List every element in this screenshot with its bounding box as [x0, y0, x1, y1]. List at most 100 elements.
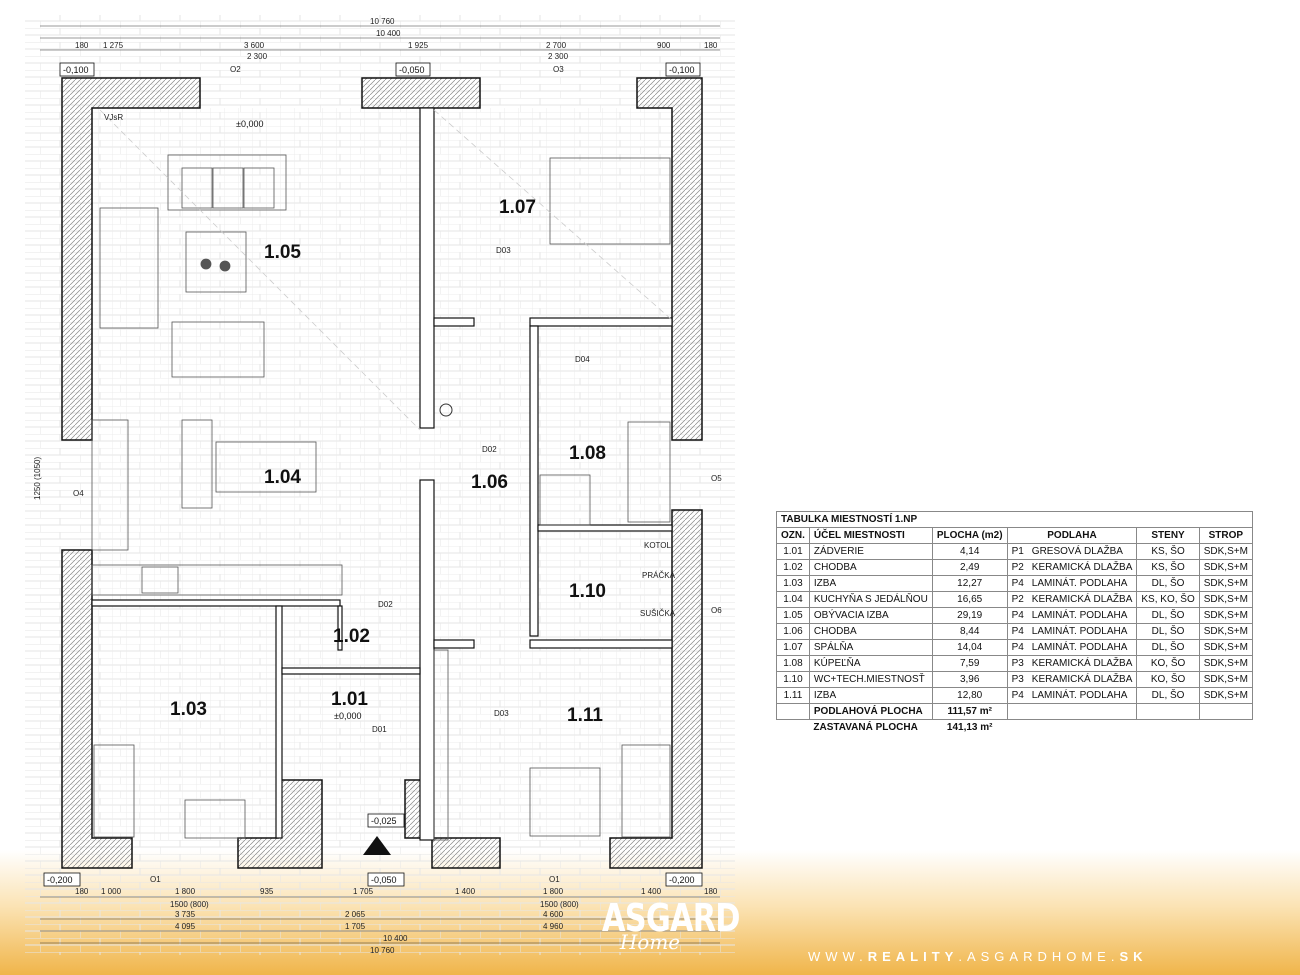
- furniture: [91, 109, 673, 841]
- room-labels: 1.05 1.04 1.07 1.08 1.06 1.10 1.02 1.01 …: [104, 113, 676, 734]
- dim-bottom: 1 800: [175, 887, 196, 896]
- dim-bottom: 1 705: [353, 887, 374, 896]
- table-cell: 8,44: [931, 623, 1008, 640]
- door-d01: D01: [372, 725, 387, 734]
- table-cell: SDK,S+M: [1198, 607, 1253, 624]
- label-pracka: PRÁČKA: [642, 571, 676, 580]
- floor-plan: 1.05 1.04 1.07 1.08 1.06 1.10 1.02 1.01 …: [25, 15, 735, 955]
- window-tag: O3: [553, 65, 564, 74]
- table-cell: 1.10: [776, 671, 810, 688]
- dim-bottom: 1 000: [101, 887, 122, 896]
- dim-top-outer: 10 760: [370, 17, 395, 26]
- table-cell: KS, ŠO: [1136, 559, 1200, 576]
- url-part: WWW.: [808, 949, 868, 964]
- table-cell: P3: [1006, 655, 1028, 672]
- table-cell: SDK,S+M: [1198, 543, 1253, 560]
- window-tag: O2: [230, 65, 241, 74]
- table-cell: KERAMICKÁ DLAŽBA: [1027, 671, 1138, 688]
- dim-top: 900: [657, 41, 671, 50]
- table-cell: LAMINÁT. PODLAHA: [1027, 687, 1138, 704]
- table-cell: IZBA: [808, 687, 933, 704]
- dim-bottom: 1 400: [455, 887, 476, 896]
- table-cell: 1.02: [776, 559, 810, 576]
- table-cell: 1.03: [776, 575, 810, 592]
- door-d04: D04: [575, 355, 590, 364]
- door-d03b: D03: [494, 709, 509, 718]
- col-ucel: ÚČEL MIESTNOSTI: [808, 527, 933, 544]
- dim-bottom2: 3 735: [175, 910, 196, 919]
- table-cell: P1: [1006, 543, 1028, 560]
- table-cell: GRESOVÁ DLAŽBA: [1027, 543, 1138, 560]
- room-1.03: 1.03: [170, 699, 207, 720]
- col-podlaha: PODLAHA: [1006, 527, 1138, 544]
- window-tag: O1: [150, 875, 161, 884]
- dim-bottom: 1 800: [543, 887, 564, 896]
- door-d02: D02: [482, 445, 497, 454]
- table-cell: P2: [1006, 559, 1028, 576]
- table-cell: 3,96: [931, 671, 1008, 688]
- table-cell: 12,80: [931, 687, 1008, 704]
- table-cell: 2,49: [931, 559, 1008, 576]
- table-cell: LAMINÁT. PODLAHA: [1027, 607, 1138, 624]
- table-cell: 1.05: [776, 607, 810, 624]
- table-cell: SDK,S+M: [1198, 655, 1253, 672]
- level-bot-mid: -0,050: [371, 875, 397, 885]
- table-cell: 1.07: [776, 639, 810, 656]
- level-top-mid: -0,050: [399, 65, 425, 75]
- table-cell: 16,65: [931, 591, 1008, 608]
- level-top-right: -0,100: [669, 65, 695, 75]
- built-area-label: ZASTAVANÁ PLOCHA: [813, 722, 918, 733]
- table-cell: 1.04: [776, 591, 810, 608]
- table-cell: DL, ŠO: [1136, 575, 1200, 592]
- dim-top: 3 600: [244, 41, 265, 50]
- table-cell: P4: [1006, 639, 1028, 656]
- table-cell: SDK,S+M: [1198, 687, 1253, 704]
- dim-bottom3: 4 095: [175, 922, 196, 931]
- outer-walls: [61, 77, 703, 869]
- table-cell: P4: [1006, 623, 1028, 640]
- floor-area: 111,57 m²: [931, 703, 1008, 720]
- dim-top: 1 275: [103, 41, 124, 50]
- room-1.08: 1.08: [569, 443, 606, 464]
- room-1.02: 1.02: [333, 626, 370, 647]
- dim-bottom: 180: [704, 887, 718, 896]
- table-cell: LAMINÁT. PODLAHA: [1027, 623, 1138, 640]
- table-cell: P4: [1006, 575, 1028, 592]
- dim-bottom: 180: [75, 887, 89, 896]
- dim-bottom-outer: 10 760: [370, 946, 395, 955]
- bottom-dimensions: [40, 896, 720, 944]
- table-cell: 1.01: [776, 543, 810, 560]
- table-cell: 4,14: [931, 543, 1008, 560]
- floor-area-label: PODLAHOVÁ PLOCHA: [808, 703, 933, 720]
- label-susicka: SUŠIČKA: [640, 609, 676, 618]
- label-vjsr: VJsR: [104, 113, 123, 122]
- table-cell: DL, ŠO: [1136, 639, 1200, 656]
- col-plocha: PLOCHA (m2): [931, 527, 1008, 544]
- inner-walls: [91, 107, 673, 841]
- window-tag-right: O5: [711, 474, 722, 483]
- table-cell: LAMINÁT. PODLAHA: [1027, 575, 1138, 592]
- window-tag: O1: [549, 875, 560, 884]
- table-cell: SDK,S+M: [1198, 559, 1253, 576]
- dim-bottom3: 4 960: [543, 922, 564, 931]
- dim-top: 180: [704, 41, 718, 50]
- room-table: TABULKA MIESTNOSTÍ 1.NP OZN. ÚČEL MIESTN…: [776, 511, 1253, 735]
- table-cell: KS, KO, ŠO: [1136, 591, 1200, 608]
- dim-bottom-inner: 10 400: [383, 934, 408, 943]
- table-cell: SPÁLŇA: [808, 639, 933, 656]
- room-1.04: 1.04: [264, 467, 301, 488]
- table-cell: KERAMICKÁ DLAŽBA: [1027, 559, 1138, 576]
- table-cell: 29,19: [931, 607, 1008, 624]
- logo-sub: Home: [619, 930, 681, 954]
- door-d03: D03: [496, 246, 511, 255]
- table-cell: P4: [1006, 687, 1028, 704]
- table-cell: SDK,S+M: [1198, 575, 1253, 592]
- dim-window: 1500 (800): [540, 900, 579, 909]
- url-part: .ASGARDHOME.: [958, 949, 1120, 964]
- room-1.10: 1.10: [569, 581, 606, 602]
- level-bot-right: -0,200: [669, 875, 695, 885]
